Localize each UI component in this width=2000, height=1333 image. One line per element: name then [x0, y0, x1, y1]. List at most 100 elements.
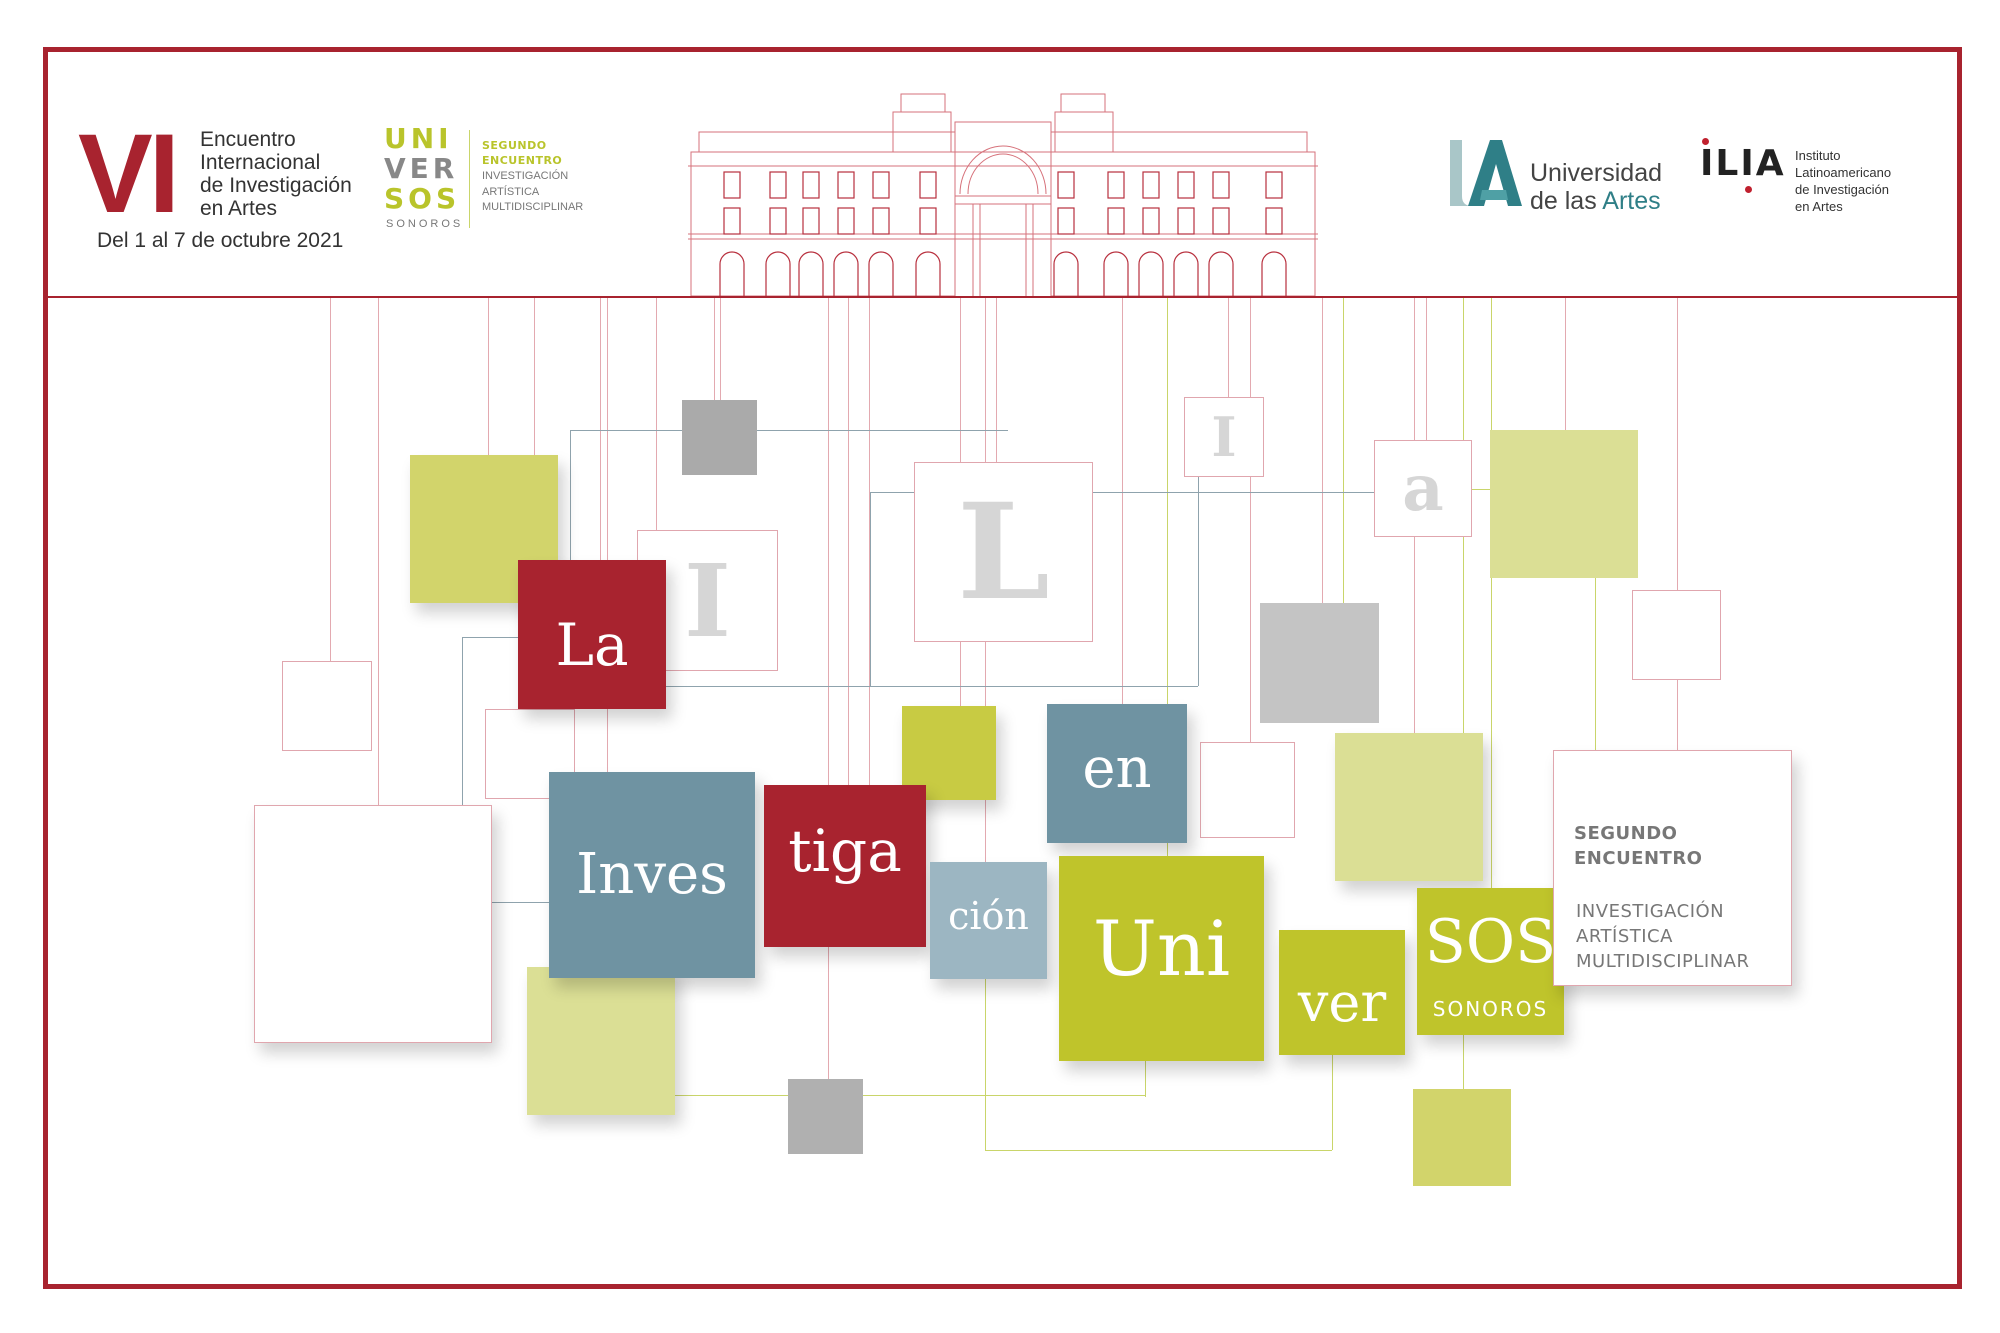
ilia-text-line: de Investigación [1795, 182, 1889, 197]
olive-square [902, 706, 996, 800]
building-arch [719, 251, 745, 296]
connector-line [714, 298, 715, 400]
info-subtitle-line: ARTÍSTICA [1576, 926, 1673, 947]
building-window [723, 207, 741, 235]
connector-line [1250, 298, 1251, 742]
universos-tag-green: ENCUENTRO [482, 154, 563, 167]
building-window [802, 171, 820, 199]
word-tile-ver: ver [1279, 930, 1405, 1055]
word-sos: SOS [1424, 907, 1557, 977]
universos-sub: SONOROS [386, 218, 464, 230]
info-subtitle-line: INVESTIGACIÓN [1576, 901, 1725, 922]
connector-line [1322, 298, 1323, 603]
connector-line [848, 298, 849, 785]
universos-tag-gray: INVESTIGACIÓN [482, 170, 569, 182]
connector-line [1565, 298, 1566, 430]
building-arch [1103, 251, 1129, 296]
connector-line [1332, 1055, 1333, 1150]
ua-logo-line1: Universidad [1530, 159, 1663, 187]
word-tile-uni: Uni [1059, 856, 1264, 1061]
building-window [1107, 207, 1125, 235]
event-title-line: en Artes [200, 197, 278, 220]
word-tile-sos: SOS SONOROS [1417, 888, 1564, 1035]
event-title-line: de Investigación [200, 174, 352, 197]
building-illustration [688, 93, 1318, 297]
building-window [723, 171, 741, 199]
connector-line [870, 492, 871, 686]
building-window [919, 171, 937, 199]
building-window [769, 207, 787, 235]
building-window [1177, 207, 1195, 235]
universos-letters: SOS [384, 182, 461, 215]
building-arch [1053, 251, 1079, 296]
connector-line [1145, 1061, 1146, 1097]
building-window [872, 207, 890, 235]
connector-line [870, 492, 914, 493]
connector-line [1093, 492, 1374, 493]
event-roman-numeral: VI [78, 111, 180, 236]
connector-line [462, 902, 549, 903]
connector-line [828, 298, 829, 1083]
connector-line [1491, 298, 1492, 430]
building-window [1265, 207, 1283, 235]
connector-line [1198, 477, 1199, 686]
building-window [1177, 171, 1195, 199]
connector-line [607, 298, 608, 772]
event-dates: Del 1 al 7 de octubre 2021 [97, 229, 344, 252]
ua-logo-line2: de las Artes [1530, 188, 1661, 214]
ghost-letter-a: a [1374, 440, 1472, 537]
building-window [919, 207, 937, 235]
building-arch [765, 251, 791, 296]
connector-line [534, 298, 535, 560]
connector-line [985, 979, 986, 1150]
event-title-line: Internacional [200, 151, 321, 174]
universos-tag-gray: ARTÍSTICA [482, 186, 540, 198]
light-olive-square [1335, 733, 1483, 881]
ilia-dot-icon [1745, 186, 1752, 193]
building-arch [868, 251, 894, 296]
connector-line [1463, 1035, 1464, 1089]
universos-tag-green: SEGUNDO [482, 139, 547, 152]
outline-square [1200, 742, 1295, 838]
building-window [769, 171, 787, 199]
building-window [1265, 171, 1283, 199]
building-arch [798, 251, 824, 296]
building-window [1212, 171, 1230, 199]
word-sonoros: SONOROS [1432, 997, 1549, 1021]
connector-line [1595, 578, 1596, 888]
info-title-line: SEGUNDO [1574, 823, 1678, 844]
connector-line [666, 686, 1198, 687]
connector-line [488, 298, 489, 455]
building-arch [1173, 251, 1199, 296]
connector-line [330, 298, 331, 661]
ghost-letter-l: L [914, 462, 1093, 642]
building-window [1057, 171, 1075, 199]
building-window [837, 207, 855, 235]
outline-square [1632, 590, 1721, 680]
connector-line [1122, 298, 1123, 704]
ua-logo-line2a: de las [1530, 187, 1603, 215]
building-window [1057, 207, 1075, 235]
outline-square [282, 661, 372, 751]
connector-line [1167, 298, 1168, 856]
connector-line [570, 430, 571, 562]
word-tile-la: La [518, 560, 666, 709]
gray-square [1260, 603, 1379, 723]
gray-square [788, 1079, 863, 1154]
connector-line [1677, 298, 1678, 590]
connector-line [462, 637, 518, 638]
building-arch [833, 251, 859, 296]
connector-line [675, 1095, 1145, 1096]
gray-square [682, 400, 757, 475]
ghost-letter-i-small: I [1184, 397, 1264, 477]
connector-line [985, 1150, 1332, 1151]
universos-tag-gray: MULTIDISCIPLINAR [482, 201, 584, 213]
word-tile-tiga: tiga [764, 785, 926, 947]
ua-logo-line2b: Artes [1602, 187, 1661, 215]
info-subtitle: INVESTIGACIÓN ARTÍSTICA MULTIDISCIPLINAR [1576, 899, 1750, 974]
logo-separator [469, 130, 470, 228]
connector-line [1228, 298, 1229, 397]
connector-line [1677, 679, 1678, 750]
info-title: SEGUNDO ENCUENTRO [1574, 821, 1703, 871]
outline-square [254, 805, 492, 1043]
